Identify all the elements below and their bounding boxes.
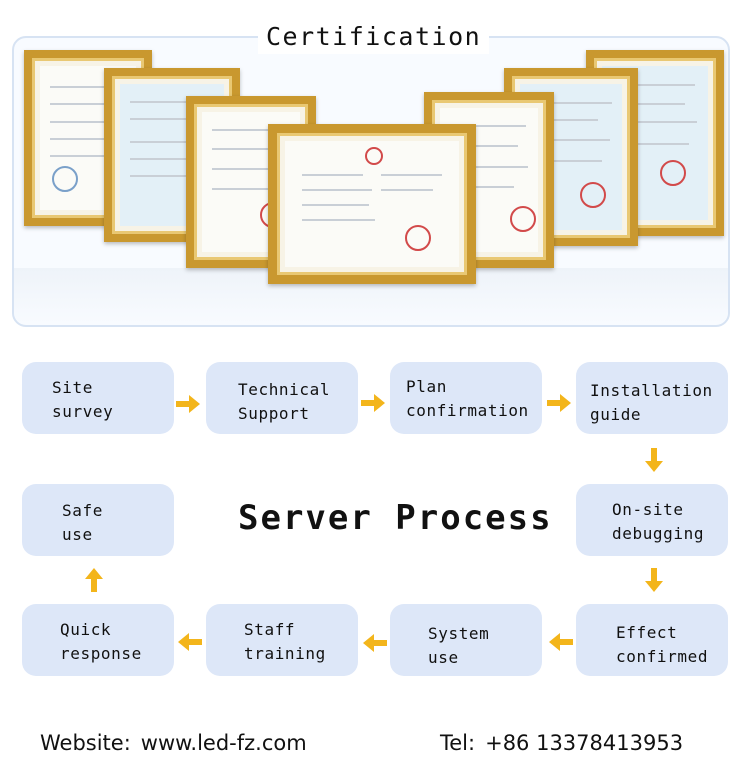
arrow-left-icon [178,633,202,651]
website-url[interactable]: www.led-fz.com [140,731,307,755]
step-site-survey: Site survey [22,362,174,434]
business-license-document [285,141,459,267]
step-label: guide [590,405,642,424]
step-installation-guide: Installation guide [576,362,728,434]
arrow-right-icon [547,394,571,412]
step-label: use [428,648,459,667]
arrow-left-icon [363,634,387,652]
step-label: Support [238,404,310,423]
step-system-use: System use [390,604,542,676]
tel-label: Tel [440,731,469,755]
arrow-up-icon [85,568,103,592]
step-label: survey [52,402,114,421]
step-on-site-debugging: On-site debugging [576,484,728,556]
step-label: Staff [244,620,296,639]
step-safe-use: Safe use [22,484,174,556]
step-label: Safe [62,501,103,520]
step-label: Effect [616,623,678,642]
arrow-down-icon [645,448,663,472]
step-label: Technical [238,380,331,399]
step-technical-support: Technical Support [206,362,358,434]
step-label: Site [52,378,93,397]
step-label: confirmation [406,401,529,420]
server-process-title: Server Process [238,498,553,538]
step-label: use [62,525,93,544]
tel-number[interactable]: +86 13378413953 [485,731,684,755]
tel-separator: : [468,731,476,755]
business-license-frame [268,124,476,284]
step-label: Installation [590,381,713,400]
arrow-right-icon [361,394,385,412]
step-staff-training: Staff training [206,604,358,676]
step-label: debugging [612,524,705,543]
step-label: Plan [406,377,447,396]
arrow-down-icon [645,568,663,592]
step-label: On-site [612,500,684,519]
website-label: Website [40,731,124,755]
website-info: Website: www.led-fz.com [40,728,307,758]
step-label: training [244,644,326,663]
arrow-right-icon [176,395,200,413]
step-quick-response: Quick response [22,604,174,676]
step-plan-confirmation: Plan confirmation [390,362,542,434]
arrow-left-icon [549,633,573,651]
step-effect-confirmed: Effect confirmed [576,604,728,676]
step-label: Quick [60,620,112,639]
step-label: System [428,624,490,643]
website-separator: : [123,731,131,755]
step-label: response [60,644,142,663]
certification-title: Certification [258,20,490,54]
step-label: confirmed [616,647,709,666]
phone-info: Tel: +86 13378413953 [440,728,683,758]
